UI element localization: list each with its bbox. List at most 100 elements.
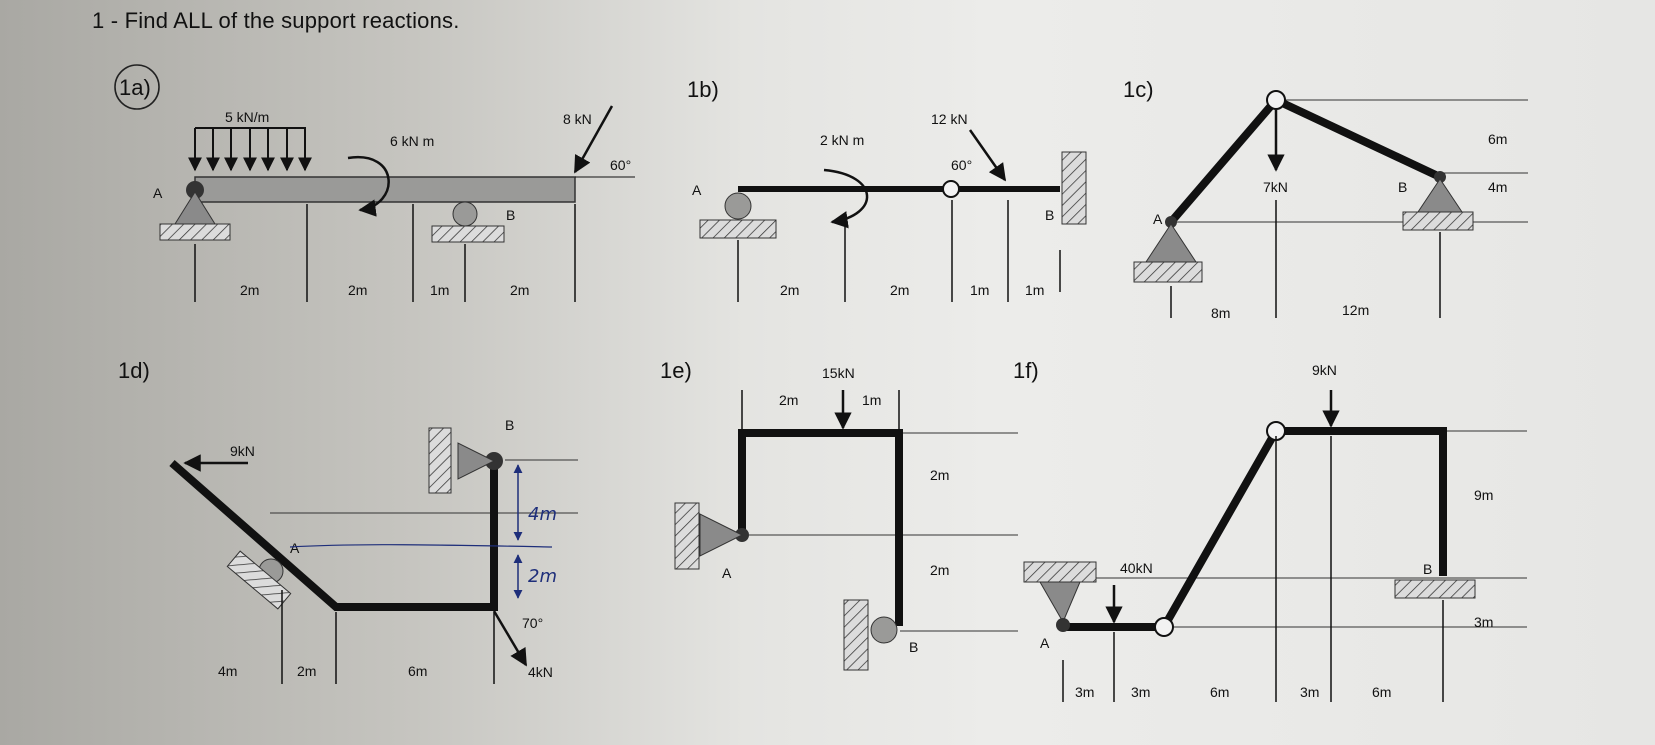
force-label: 7kN xyxy=(1263,179,1288,195)
handwritten-reference-line xyxy=(289,544,553,548)
dimension-4: 3m xyxy=(1300,684,1319,700)
pin-support-B xyxy=(457,442,496,480)
dimension-4: 2m xyxy=(510,282,529,298)
wall-B xyxy=(843,599,869,671)
angle-label: 60° xyxy=(951,157,972,173)
dimension-top-2: 1m xyxy=(862,392,881,408)
force-label-1: 9kN xyxy=(230,443,255,459)
dimension-2: 3m xyxy=(1131,684,1150,700)
problem-1e: 1e) 15kN 2m 1m A B 2m xyxy=(660,358,1018,671)
roller-B xyxy=(452,201,478,227)
support-label-A: A xyxy=(722,565,732,581)
dimension-ticks xyxy=(1170,200,1441,318)
support-label-A: A xyxy=(153,185,163,201)
reference-lines xyxy=(270,459,578,514)
support-label-B: B xyxy=(506,207,515,223)
force-label: 12 kN xyxy=(931,111,968,127)
dimension-1: 2m xyxy=(240,282,259,298)
ground-B xyxy=(1394,579,1476,599)
height-2: 2m xyxy=(930,562,949,578)
force-arrow xyxy=(968,129,1007,182)
hinge-1 xyxy=(1154,617,1174,637)
moment-arrow xyxy=(823,168,869,229)
support-label-B: B xyxy=(1423,561,1432,577)
force-arrow-2 xyxy=(492,610,528,667)
pin-support-A xyxy=(1039,581,1081,624)
crown-hinge xyxy=(1266,90,1286,110)
dimension-2: 2m xyxy=(297,663,316,679)
angle-label: 70° xyxy=(522,615,543,631)
dimension-2: 2m xyxy=(348,282,367,298)
ground-A xyxy=(1133,261,1203,283)
support-label-B: B xyxy=(1045,207,1054,223)
dimension-2: 2m xyxy=(890,282,909,298)
support-label-A: A xyxy=(1040,635,1050,651)
reference-lines xyxy=(1060,430,1527,628)
force-label-2: 4kN xyxy=(528,664,553,680)
force-label-2: 40kN xyxy=(1120,560,1153,576)
support-label-B: B xyxy=(505,417,514,433)
moment-arrow xyxy=(347,155,390,217)
dimension-1: 3m xyxy=(1075,684,1094,700)
dimension-5: 6m xyxy=(1372,684,1391,700)
reference-lines xyxy=(742,432,1018,632)
frame xyxy=(1063,427,1447,631)
pin-joint-A xyxy=(1165,216,1177,228)
problem-1a: 1a) 5 kN/m 6 kN m 8 kN 60° xyxy=(114,64,635,302)
page-title: 1 - Find ALL of the support reactions. xyxy=(92,8,460,33)
frame xyxy=(738,429,903,626)
problem-1f: 1f) 9kN 40kN A B 9m 3m xyxy=(1013,358,1527,702)
moment-label: 6 kN m xyxy=(390,133,434,149)
beam xyxy=(194,176,576,203)
height-1: 9m xyxy=(1474,487,1493,503)
member-left xyxy=(1167,97,1280,225)
wall-A xyxy=(674,502,700,570)
force-label-1: 9kN xyxy=(1312,362,1337,378)
ground-B xyxy=(1402,211,1474,231)
height-1: 6m xyxy=(1488,131,1507,147)
tag-circle xyxy=(114,64,160,110)
ground-A xyxy=(699,219,777,239)
problem-tag: 1b) xyxy=(687,77,719,102)
force-label: 8 kN xyxy=(563,111,592,127)
fixed-wall-B xyxy=(1061,151,1087,225)
dimension-ticks xyxy=(737,200,1061,302)
problem-1c: 1c) 7kN A B 6m 4m xyxy=(1123,77,1528,321)
force-label: 15kN xyxy=(822,365,855,381)
moment-label: 2 kN m xyxy=(820,132,864,148)
dimension-ticks xyxy=(194,204,576,302)
dimension-top-1: 2m xyxy=(779,392,798,408)
wall-B xyxy=(428,427,452,494)
height-1: 2m xyxy=(930,467,949,483)
pin-joint-A xyxy=(186,181,204,199)
roller-B xyxy=(870,616,898,644)
handwritten-label-1: 4m xyxy=(528,504,557,525)
support-label-B: B xyxy=(909,639,918,655)
problem-tag: 1a) xyxy=(119,75,151,100)
pin-support-B xyxy=(1417,178,1463,213)
angle-label: 60° xyxy=(610,157,631,173)
handwritten-label-2: 2m xyxy=(528,566,557,587)
dimension-1: 2m xyxy=(780,282,799,298)
height-2: 3m xyxy=(1474,614,1493,630)
pin-joint-B xyxy=(1434,171,1446,183)
dimension-3: 1m xyxy=(970,282,989,298)
problem-tag: 1e) xyxy=(660,358,692,383)
pin-joint-A xyxy=(1056,618,1070,632)
problem-tag: 1d) xyxy=(118,358,150,383)
distributed-load-label: 5 kN/m xyxy=(225,109,269,125)
height-2: 4m xyxy=(1488,179,1507,195)
ceiling-A xyxy=(1023,561,1097,583)
dimension-3: 6m xyxy=(408,663,427,679)
distributed-load-arrows xyxy=(188,128,312,172)
dimension-4: 1m xyxy=(1025,282,1044,298)
dimension-1: 8m xyxy=(1211,305,1230,321)
dimension-ticks xyxy=(281,590,495,684)
problem-1b: 1b) A B 2 kN m 12 kN 60° xyxy=(687,77,1087,302)
ground-A xyxy=(226,550,292,610)
support-label-B: B xyxy=(1398,179,1407,195)
member-right xyxy=(1274,96,1442,181)
ground-A xyxy=(159,223,231,241)
